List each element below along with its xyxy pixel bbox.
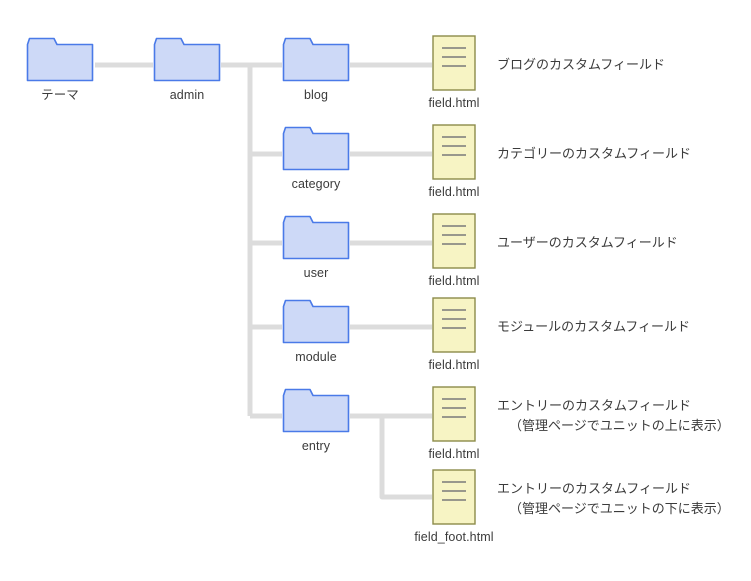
node-user[interactable]: user: [282, 211, 350, 280]
file-icon: [432, 386, 476, 442]
folder-icon: [282, 33, 350, 83]
annotation-line-1: カテゴリーのカスタムフィールド: [497, 146, 691, 161]
annotation-user-field: ユーザーのカスタムフィールド: [497, 233, 678, 253]
folder-icon: [26, 33, 94, 83]
folder-icon: [282, 211, 350, 261]
folder-label: blog: [303, 88, 329, 102]
wire-entry-file-foot: [379, 416, 432, 500]
folder-icon: [282, 122, 350, 172]
file-icon: [432, 469, 476, 525]
folder-icon: [282, 384, 350, 434]
folder-label: テーマ: [41, 88, 79, 102]
annotation-category-field: カテゴリーのカスタムフィールド: [497, 144, 691, 164]
folder-label: admin: [169, 88, 205, 102]
file-icon: [432, 213, 476, 269]
node-category[interactable]: category: [282, 122, 350, 191]
node-module-field[interactable]: field.html: [428, 297, 479, 372]
node-theme[interactable]: テーマ: [26, 33, 94, 102]
folder-label: user: [303, 266, 329, 280]
annotation-line-1: エントリーのカスタムフィールド: [497, 481, 691, 496]
file-label: field.html: [428, 185, 480, 199]
folder-icon: [153, 33, 221, 83]
annotation-blog-field: ブログのカスタムフィールド: [497, 55, 665, 75]
annotation-line-1: ブログのカスタムフィールド: [497, 57, 665, 72]
folder-label: module: [295, 350, 337, 364]
folder-icon: [282, 295, 350, 345]
folder-label: category: [291, 177, 341, 191]
node-blog-field[interactable]: field.html: [428, 35, 479, 110]
annotation-line-2: （管理ページでユニットの上に表示）: [509, 418, 730, 433]
file-label: field.html: [428, 274, 480, 288]
node-admin[interactable]: admin: [153, 33, 221, 102]
annotation-line-1: ユーザーのカスタムフィールド: [497, 235, 678, 250]
annotation-module-field: モジュールのカスタムフィールド: [497, 317, 690, 337]
node-blog[interactable]: blog: [282, 33, 350, 102]
node-user-field[interactable]: field.html: [428, 213, 479, 288]
annotation-line-1: エントリーのカスタムフィールド: [497, 398, 691, 413]
annotation-entry-field-foot: エントリーのカスタムフィールド （管理ページでユニットの下に表示）: [497, 479, 730, 519]
file-label: field.html: [428, 447, 480, 461]
file-icon: [432, 297, 476, 353]
folder-label: entry: [301, 439, 331, 453]
annotation-line-1: モジュールのカスタムフィールド: [497, 319, 691, 334]
node-category-field[interactable]: field.html: [428, 124, 479, 199]
file-label: field.html: [428, 358, 480, 372]
node-entry[interactable]: entry: [282, 384, 350, 453]
file-label: field_foot.html: [414, 530, 494, 544]
annotation-entry-field: エントリーのカスタムフィールド （管理ページでユニットの上に表示）: [497, 396, 730, 436]
file-label: field.html: [428, 96, 480, 110]
annotation-line-2: （管理ページでユニットの下に表示）: [509, 501, 730, 516]
node-entry-field-foot[interactable]: field_foot.html: [414, 469, 494, 544]
node-module[interactable]: module: [282, 295, 350, 364]
file-icon: [432, 124, 476, 180]
file-icon: [432, 35, 476, 91]
node-entry-field[interactable]: field.html: [428, 386, 479, 461]
